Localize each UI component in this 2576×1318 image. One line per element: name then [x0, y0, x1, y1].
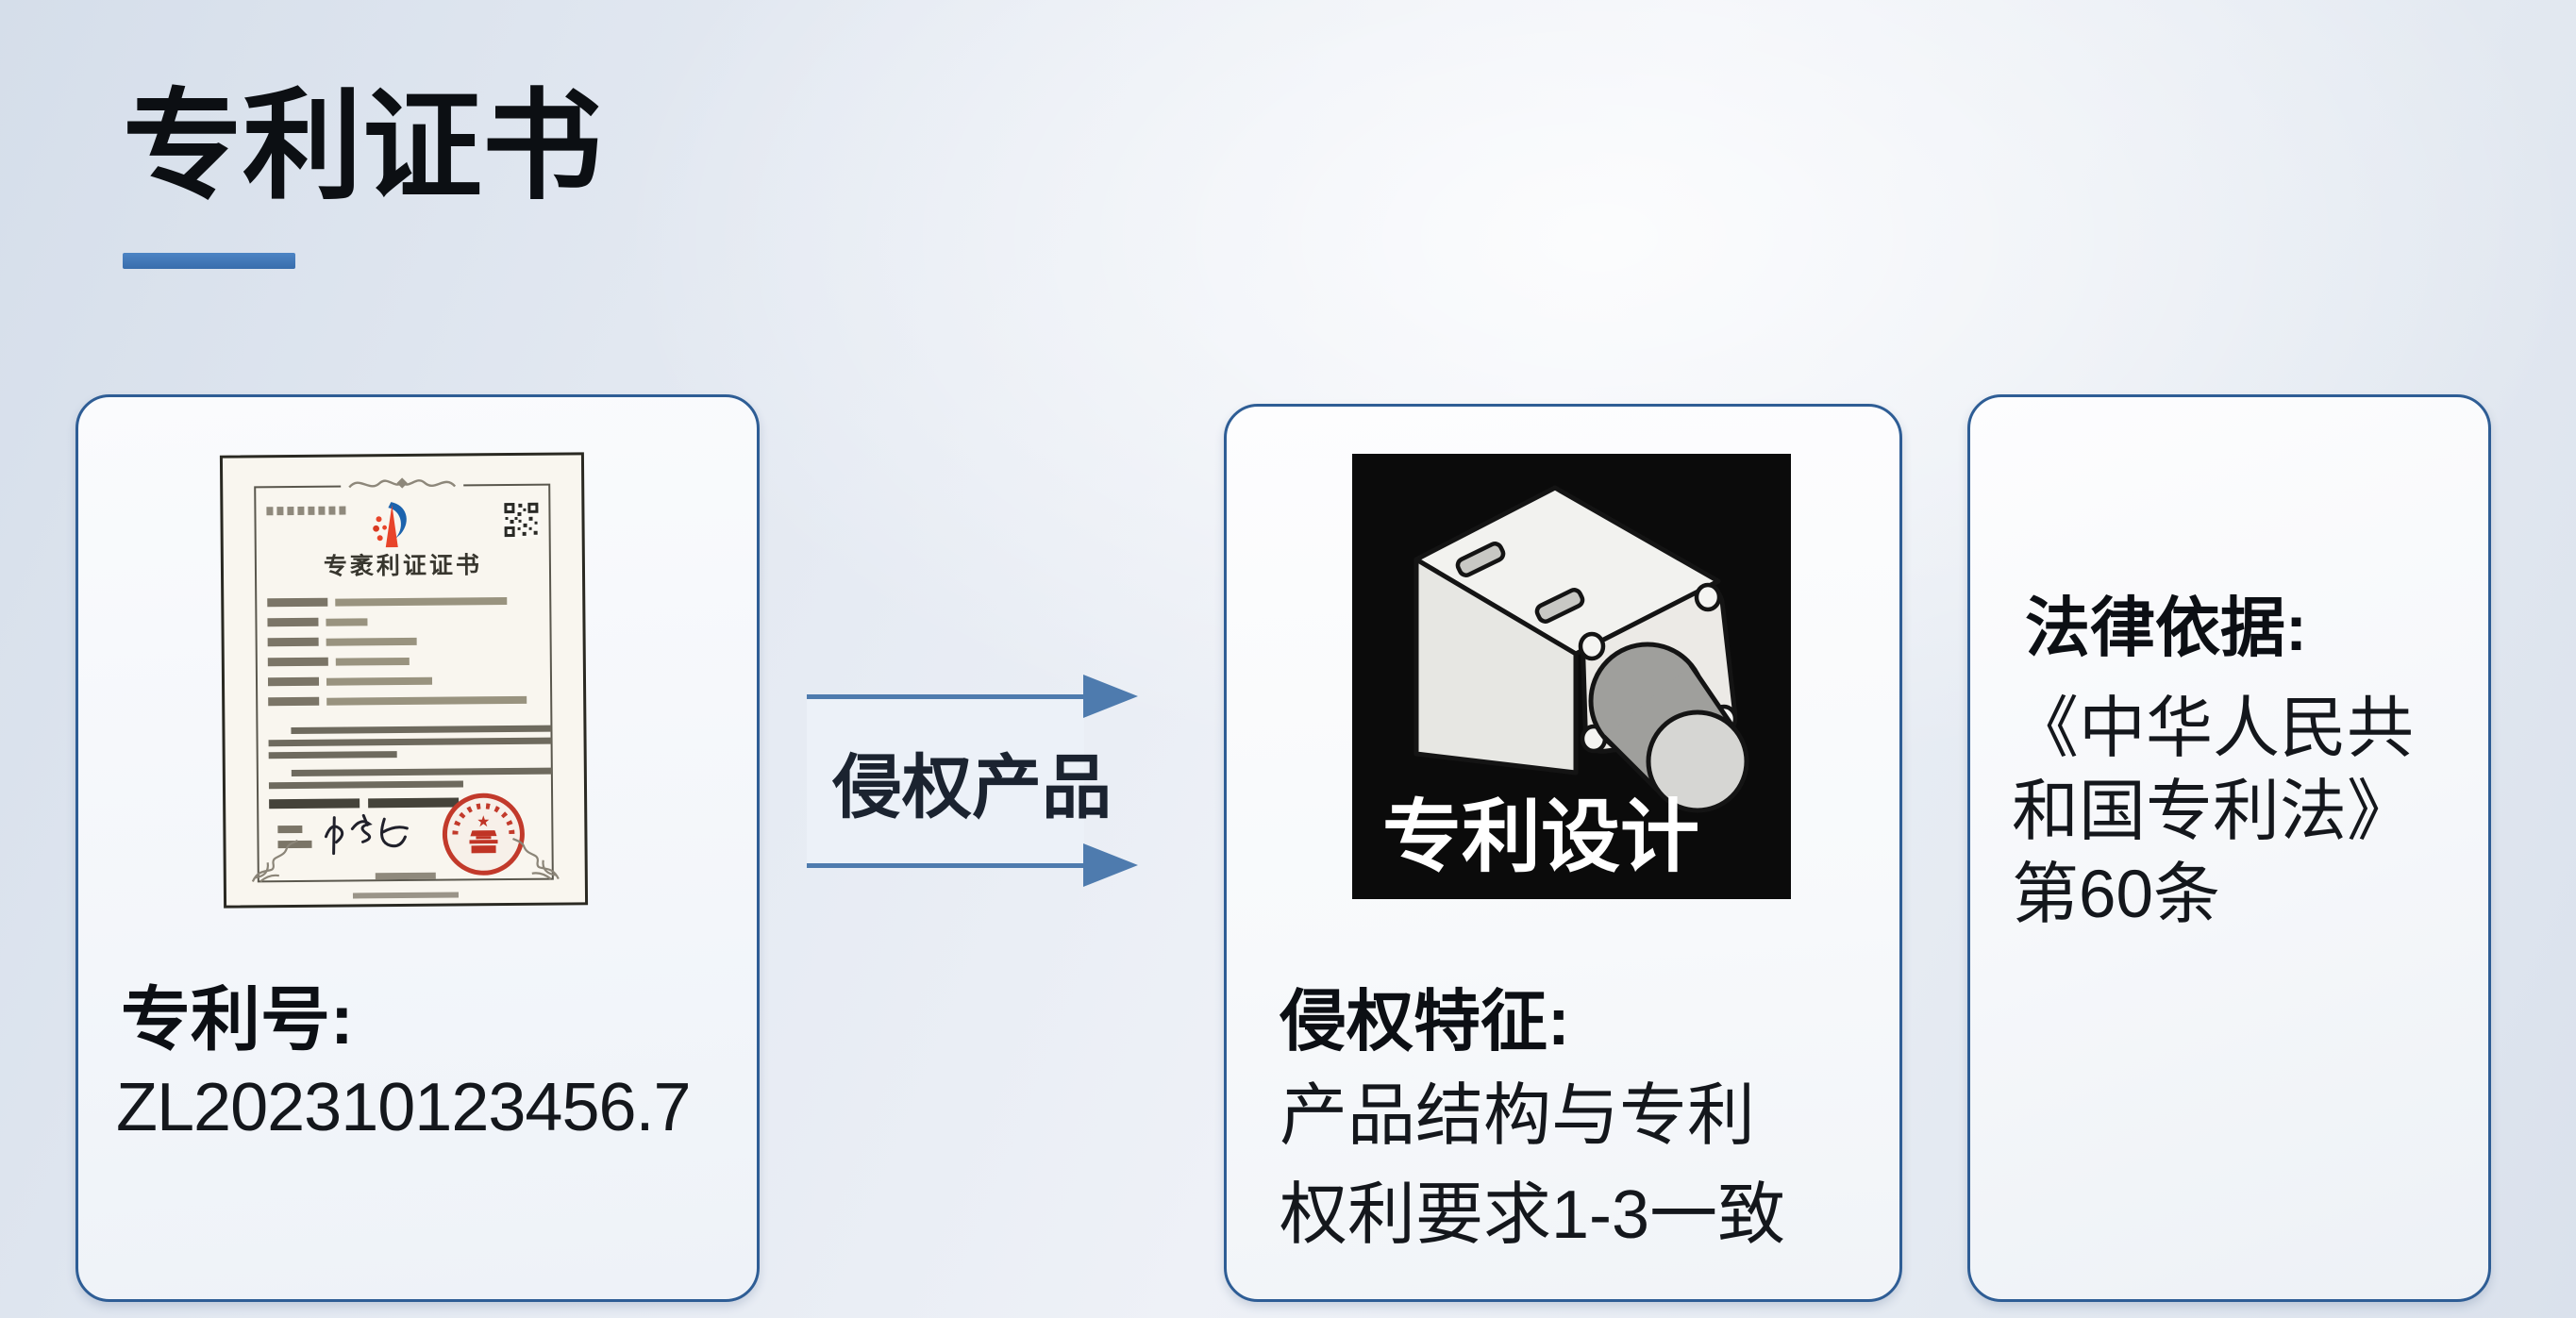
flow-panel [807, 698, 1084, 865]
arrow-top-head-icon [1083, 675, 1138, 718]
certificate-bold-row [269, 797, 460, 809]
page-title: 专利证书 [123, 79, 603, 213]
corner-flourish-left-icon [248, 836, 301, 890]
certificate-paragraph [268, 725, 552, 795]
certificate-fields [267, 591, 549, 712]
patent-certificate-image: 专袤利证证书 [219, 452, 589, 909]
arrow-bottom-shaft [807, 863, 1084, 868]
legal-basis-card: 法律依据: 《中华人民共 和国专利法》 第60条 [1967, 394, 2491, 1302]
infringement-feature-text: 产品结构与专利 权利要求1-3一致 [1280, 1078, 1786, 1253]
legal-basis-label: 法律依据: [2025, 592, 2307, 664]
device-illustration [1413, 485, 1749, 813]
certificate-number-row [266, 506, 346, 516]
patent-certificate-card: 专袤利证证书 [75, 394, 760, 1302]
certificate-footer-line [352, 892, 460, 899]
certificate-date-line [375, 872, 436, 880]
certificate-title: 专袤利证证书 [323, 553, 483, 580]
qr-code [502, 500, 541, 543]
arrow-bottom-head-icon [1083, 843, 1138, 887]
patent-number-label: 专利号: [121, 980, 354, 1059]
cnipa-logo-icon [370, 498, 414, 558]
design-image-caption: 专利设计 [1381, 792, 1699, 881]
flow-label: 侵权产品 [832, 748, 1112, 826]
patent-number-value: ZL202310123456.7 [116, 1070, 692, 1145]
title-underline [123, 253, 295, 269]
certificate-top-ornament-icon [341, 472, 464, 501]
infringing-product-card: 专利设计 侵权特征: 产品结构与专利 权利要求1-3一致 [1224, 404, 1902, 1302]
corner-flourish-right-icon [509, 834, 561, 888]
legal-basis-text: 《中华人民共 和国专利法》 第60条 [2012, 692, 2415, 932]
patent-design-image: 专利设计 [1352, 454, 1791, 899]
signature [318, 811, 421, 868]
infringement-feature-label: 侵权特征: [1280, 985, 1570, 1059]
official-seal-icon [440, 791, 527, 883]
arrow-top-shaft [807, 694, 1084, 699]
